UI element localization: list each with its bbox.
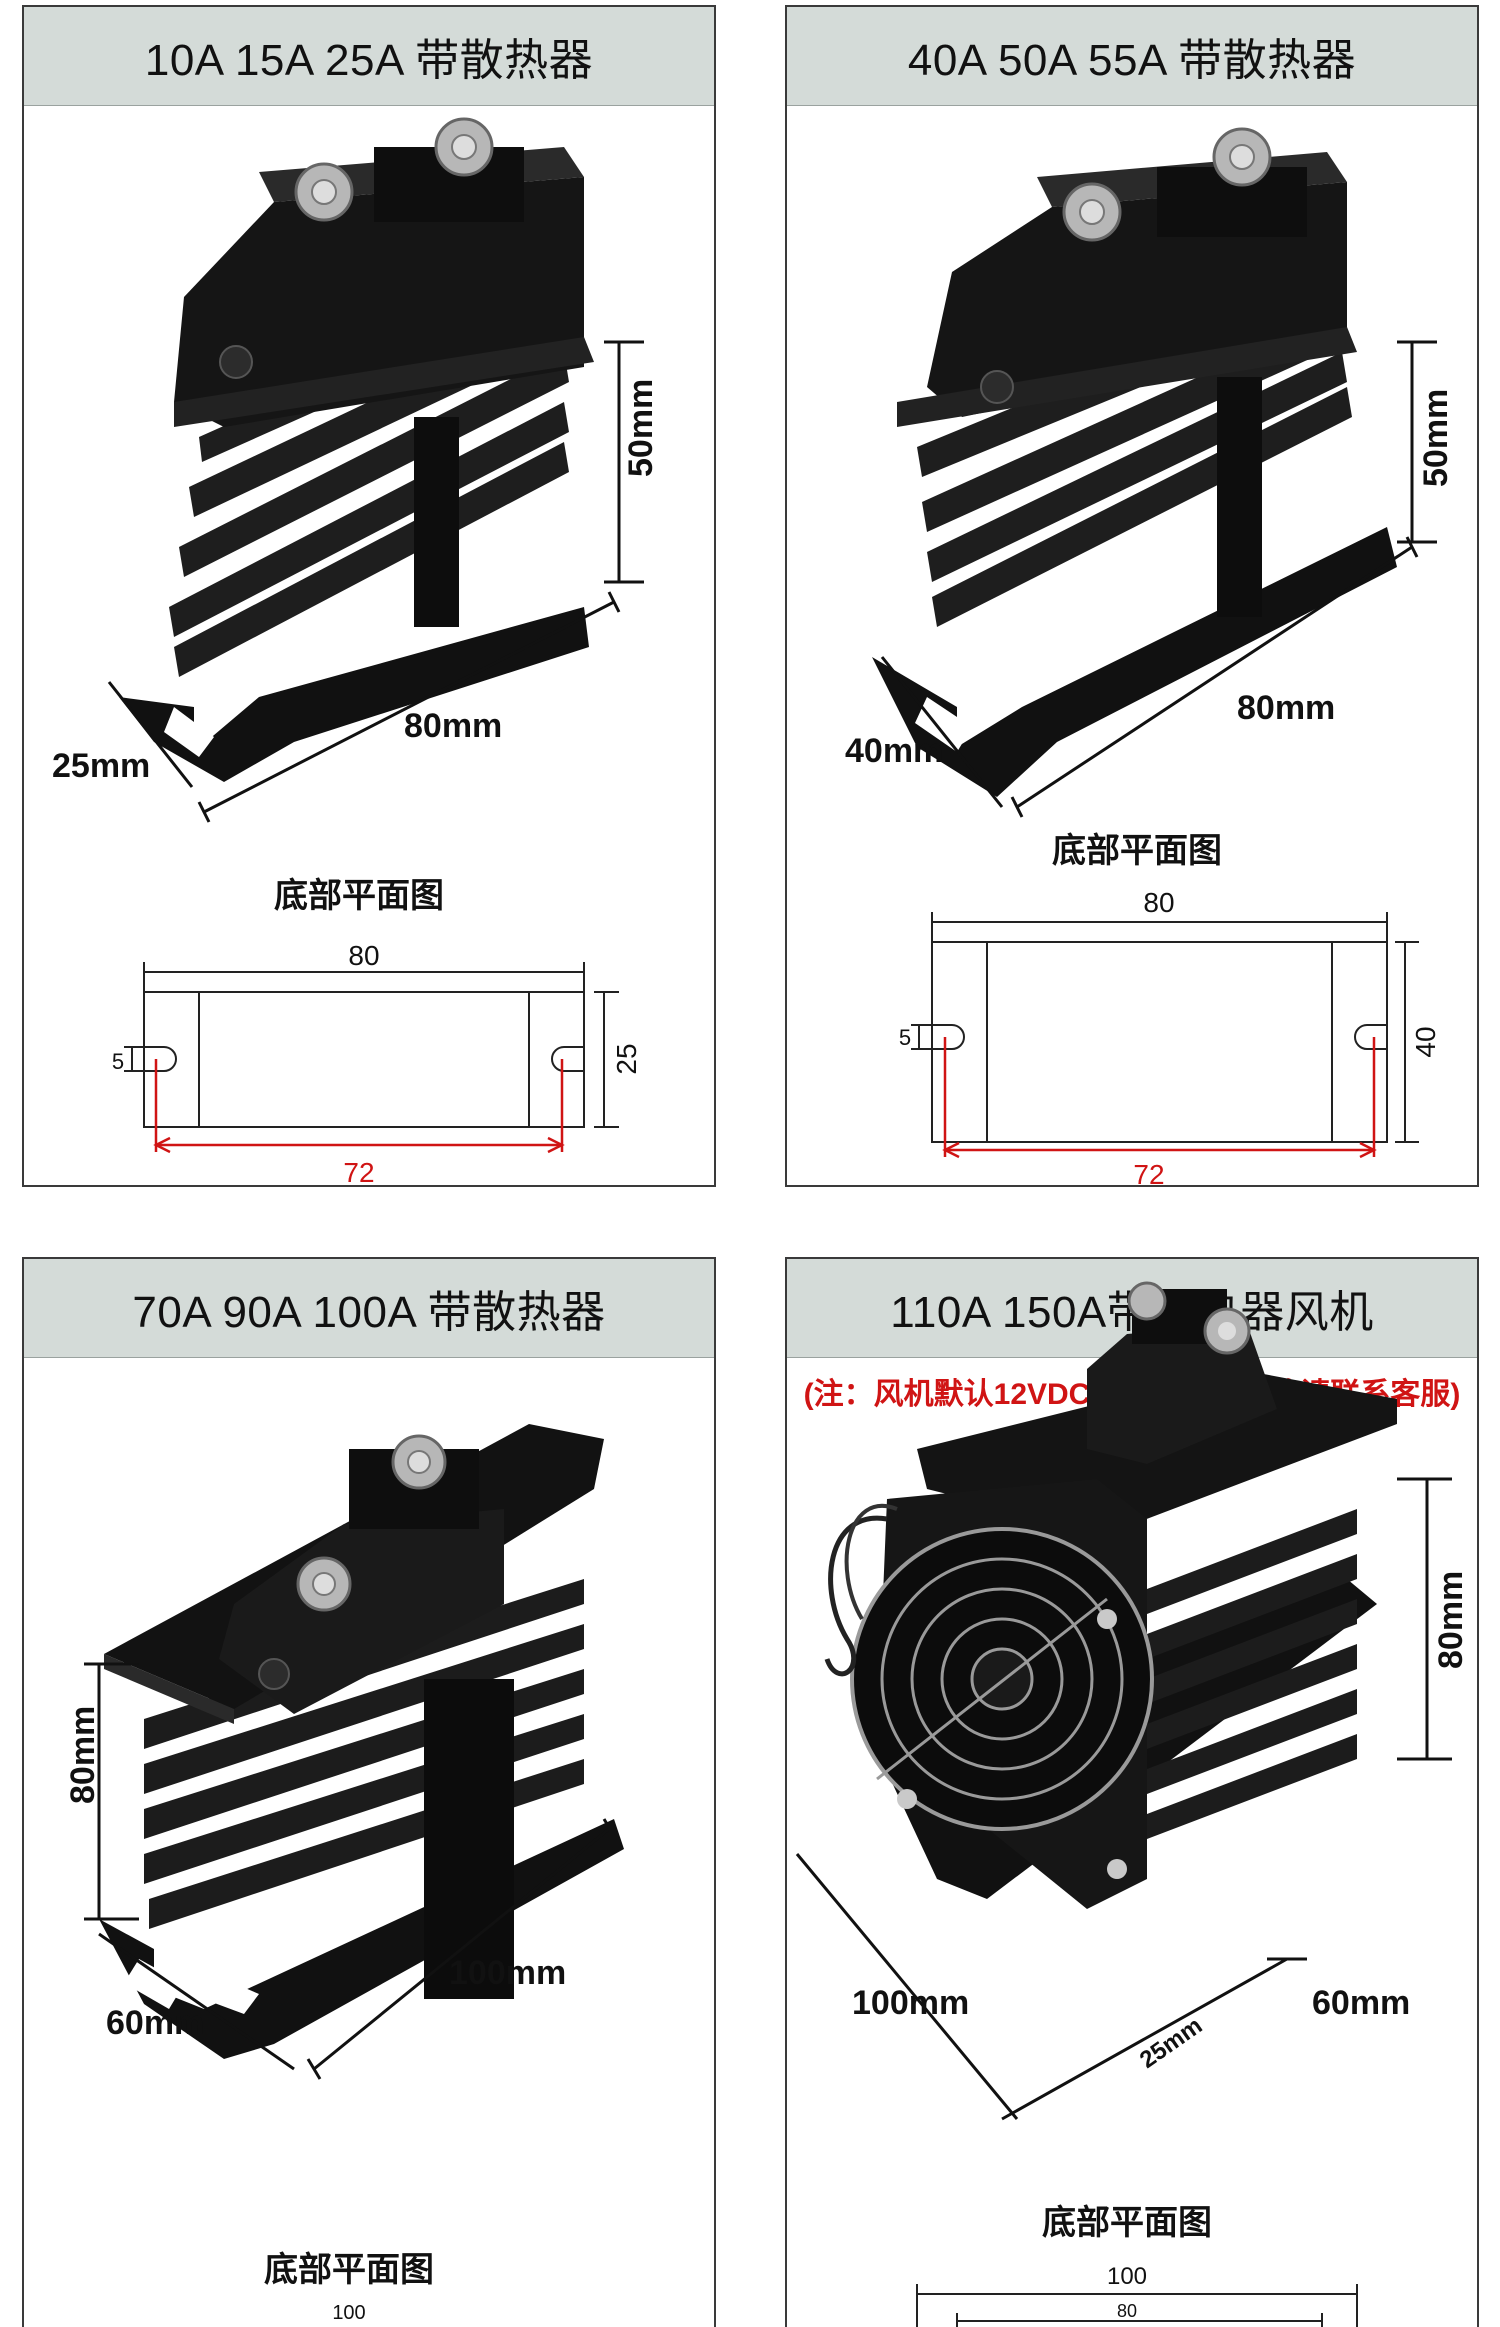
height-dim-label: 50mm — [1417, 389, 1455, 487]
plan-width-label: 25 — [611, 1043, 642, 1074]
heatsink-image — [824, 1281, 1397, 1909]
height-dim-label: 50mm — [622, 379, 660, 477]
plan-length-label: 100 — [332, 2302, 365, 2324]
plan-slot-label: 5 — [899, 1025, 911, 1050]
fan-depth-label: 25mm — [1135, 2012, 1207, 2074]
heatsink-illustration: 50mm 80mm 25mm 底部平面图 80 25 5 — [52, 117, 660, 1187]
plan-title: 底部平面图 — [1042, 2204, 1212, 2242]
plan-pitch-label: 72 — [1133, 1159, 1164, 1187]
plan-slot-label: 5 — [112, 1049, 124, 1074]
length-dim-label: 80mm — [1237, 689, 1335, 727]
plan-length-label: 80 — [348, 940, 379, 971]
heatsink-fan-illustration: 80mm 100mm 60mm 25mm 底部平面图 100 80 — [795, 1281, 1470, 2327]
plan-title: 底部平面图 — [1052, 832, 1222, 870]
plan-pitch-label: 72 — [343, 1157, 374, 1187]
width-dim-label: 25mm — [52, 747, 150, 785]
width-dim-label: 60mm — [106, 2004, 204, 2042]
bottom-plan-drawing — [124, 962, 619, 1128]
plan-width-label: 40 — [1410, 1026, 1441, 1057]
heatsink-image — [119, 117, 594, 782]
height-dim-label: 80mm — [64, 1706, 102, 1804]
plan-title: 底部平面图 — [274, 877, 444, 915]
product-card-10a-25a: 10A 15A 25A 带散热器 — [22, 5, 716, 1187]
length-dim-label: 80mm — [404, 707, 502, 745]
plan-length-label: 80 — [1143, 887, 1174, 918]
hole-pitch-dim — [153, 1059, 565, 1154]
product-card-70a-100a: 70A 90A 100A 带散热器 — [22, 1257, 716, 2327]
product-card-110a-150a-fan: 110A 150A带散热器风机 (注：风机默认12VDC，如需其他规格请联系客服… — [785, 1257, 1479, 2327]
card-title: 40A 50A 55A 带散热器 — [787, 7, 1477, 106]
heatsink-image — [99, 1424, 624, 2059]
heatsink-image — [872, 127, 1397, 797]
plan-title: 底部平面图 — [264, 2251, 434, 2289]
length-dim-label: 100mm — [449, 1954, 566, 1992]
bottom-plan-drawing — [911, 912, 1419, 1143]
card-title: 10A 15A 25A 带散热器 — [24, 7, 714, 106]
heatsink-illustration: 50mm 80mm 40mm 底部平面图 80 40 5 — [845, 127, 1455, 1187]
hole-pitch-dim — [942, 1037, 1377, 1159]
heatsink-illustration: 80mm 100mm 60mm 底部平面图 100 — [64, 1424, 624, 2324]
width-dim-label: 40mm — [845, 732, 943, 770]
length-dim-label: 100mm — [852, 1984, 969, 2022]
plan-length-label: 100 — [1107, 2263, 1147, 2290]
height-dim-label: 80mm — [1432, 1571, 1470, 1669]
width-dim-label: 60mm — [1312, 1984, 1410, 2022]
card-title: 70A 90A 100A 带散热器 — [24, 1259, 714, 1358]
product-card-40a-55a: 40A 50A 55A 带散热器 — [785, 5, 1479, 1187]
plan-inner-label: 80 — [1117, 2301, 1137, 2321]
